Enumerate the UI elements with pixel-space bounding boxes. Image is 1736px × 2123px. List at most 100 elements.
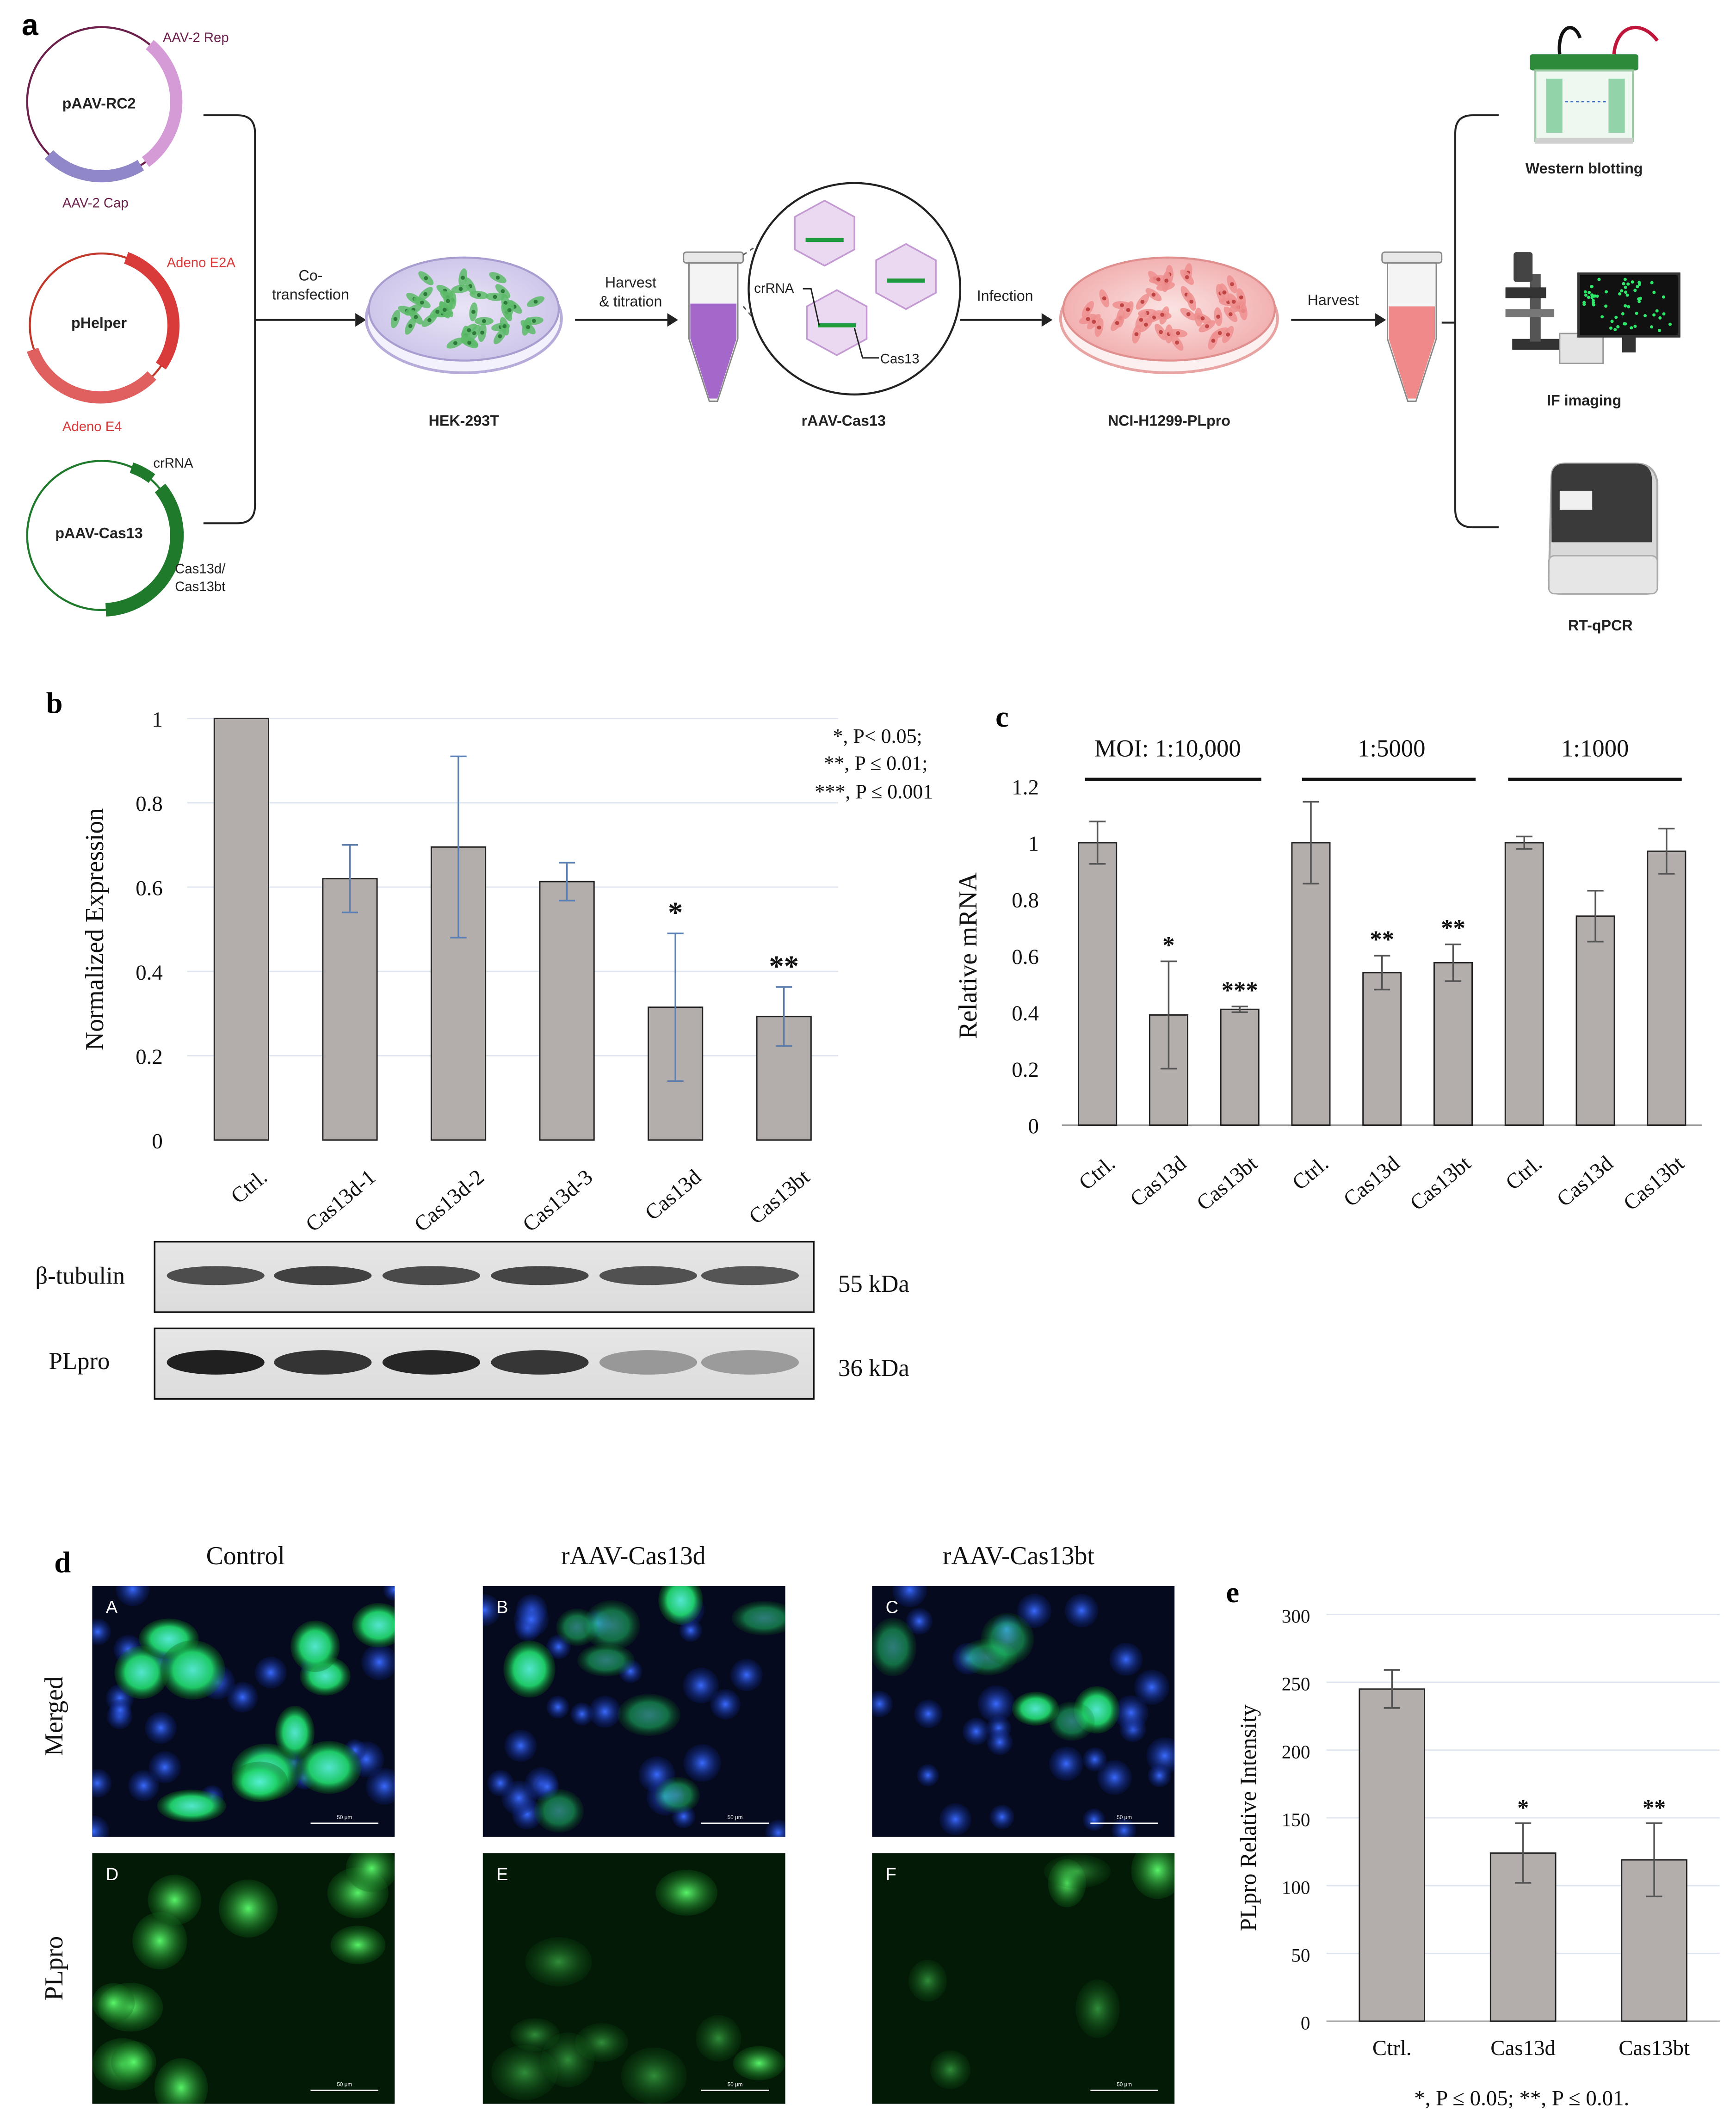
panel-letter-e: e <box>1226 1576 1240 1609</box>
y-tick-label: 0.6 <box>1012 945 1039 969</box>
monitor-cell <box>1637 281 1641 284</box>
positive-cell <box>1049 1701 1095 1741</box>
x-tick-label: Cas13d <box>1490 2036 1556 2060</box>
label-raav-cas13: rAAV-Cas13 <box>802 412 886 429</box>
western-blot-apparatus-icon <box>1530 25 1659 144</box>
y-tick-label: 0.4 <box>1012 1001 1039 1025</box>
cell-nucleus <box>1126 308 1131 312</box>
cell-nucleus <box>1134 332 1139 336</box>
nucleus <box>914 1699 943 1728</box>
monitor-cell <box>1624 285 1627 289</box>
monitor-cell <box>1605 290 1608 294</box>
plasmid-name-cas13: pAAV-Cas13 <box>55 525 142 542</box>
nucleus <box>1049 1747 1083 1781</box>
col-label-control: Control <box>206 1542 285 1570</box>
footnote-e: *, P ≤ 0.05; **, P ≤ 0.01. <box>1414 2086 1629 2111</box>
positive-cell <box>330 1926 386 1964</box>
blot-band <box>274 1350 372 1375</box>
label-rt-qpcr: RT-qPCR <box>1568 617 1633 634</box>
monitor-cell <box>1597 278 1601 281</box>
x-tick-label: Ctrl. <box>1074 1151 1119 1195</box>
plasmid-phelper: pHelper Adeno E2A Adeno E4 <box>26 252 235 434</box>
y-tick-label: 0.8 <box>1012 889 1039 913</box>
y-tick-label: 200 <box>1282 1741 1310 1762</box>
cell-nucleus <box>461 276 465 280</box>
monitor-cell <box>1589 285 1593 289</box>
nucleus <box>513 1602 549 1637</box>
positive-cell <box>525 1937 592 1987</box>
cell-nucleus <box>1102 296 1106 301</box>
bar <box>1433 962 1473 1126</box>
if-image-tile-D: D50 μm <box>92 1853 395 2104</box>
cell-nucleus <box>435 309 440 314</box>
scale-bar-label: 50 μm <box>337 1814 352 1821</box>
virion-3 <box>806 289 868 356</box>
significance-star: ** <box>1441 915 1465 942</box>
monitor-cell <box>1652 313 1656 317</box>
bar <box>213 717 270 1141</box>
monitor-cell <box>1600 315 1604 319</box>
cap-segment <box>44 150 144 183</box>
cell-nucleus <box>1186 312 1191 316</box>
positive-cell <box>148 1875 202 1926</box>
nucleus <box>1146 1737 1175 1774</box>
if-cells <box>92 1586 395 1837</box>
y-axis-label: Normalized Expression <box>80 808 109 1050</box>
group-label-1: MOI: 1:10,000 <box>1094 735 1241 762</box>
cell-nucleus <box>1230 282 1234 286</box>
nucleus <box>501 1780 537 1815</box>
cell-nucleus <box>482 319 486 323</box>
bar <box>1220 1008 1260 1126</box>
positive-cell <box>908 1960 947 2002</box>
cell-nucleus <box>1222 290 1227 295</box>
cell-nucleus <box>408 324 413 328</box>
positive-cell <box>160 1640 225 1700</box>
nucleus <box>1064 1593 1099 1628</box>
plasmid-name-phelper: pHelper <box>71 315 127 331</box>
monitor-cell <box>1662 295 1666 299</box>
nucleus <box>128 1770 160 1802</box>
nucleus <box>917 1764 939 1787</box>
positive-cell <box>114 1646 169 1699</box>
y-tick-label: 50 <box>1291 1944 1310 1966</box>
nucleus <box>254 1656 287 1689</box>
tile-letter: C <box>886 1598 899 1617</box>
rep-segment <box>142 40 183 167</box>
tile-letter: E <box>496 1865 508 1884</box>
scale-bar-label: 50 μm <box>728 1814 743 1821</box>
positive-cell <box>621 2047 687 2104</box>
monitor-cell <box>1627 305 1631 309</box>
y-tick-label: 0.2 <box>1012 1058 1039 1082</box>
tile-letter: B <box>496 1598 508 1617</box>
dish-nci-h1299: NCI-H1299-PLpro <box>1059 256 1279 429</box>
panel-letter-a: a <box>22 8 39 42</box>
y-tick-label: 0 <box>1028 1114 1038 1138</box>
label-western-blotting: Western blotting <box>1526 160 1643 177</box>
cell-nucleus <box>1159 330 1163 334</box>
positive-cell <box>290 1620 340 1672</box>
e2a-segment <box>124 252 180 370</box>
nucleus <box>482 1594 500 1626</box>
cell-nucleus <box>502 324 507 328</box>
col-label-cas13d: rAAV-Cas13d <box>561 1542 706 1570</box>
label-cas13bt: Cas13bt <box>175 579 225 594</box>
label-adeno-e4: Adeno E4 <box>62 419 122 434</box>
positive-cell <box>296 1741 362 1794</box>
blot-band <box>599 1350 698 1375</box>
nucleus <box>109 1699 131 1722</box>
y-tick-label: 1 <box>152 708 162 732</box>
significance-star: ** <box>1370 926 1394 953</box>
nucleus <box>1148 1764 1171 1788</box>
positive-cell <box>655 1870 718 1916</box>
bar <box>1504 842 1544 1126</box>
panel-letter-b: b <box>46 687 63 720</box>
monitor-cell <box>1610 320 1614 323</box>
monitor-cell <box>1650 281 1654 284</box>
cell-nucleus <box>1164 278 1169 283</box>
plasmid-paav-cas13: pAAV-Cas13 crRNA Cas13d/ Cas13bt <box>26 456 226 617</box>
nucleus <box>765 1820 785 1837</box>
monitor-cell <box>1583 290 1587 294</box>
nucleus <box>145 1712 177 1744</box>
panel-d: d Control rAAV-Cas13d rAAV-Cas13bt Merge… <box>40 1542 1175 2104</box>
